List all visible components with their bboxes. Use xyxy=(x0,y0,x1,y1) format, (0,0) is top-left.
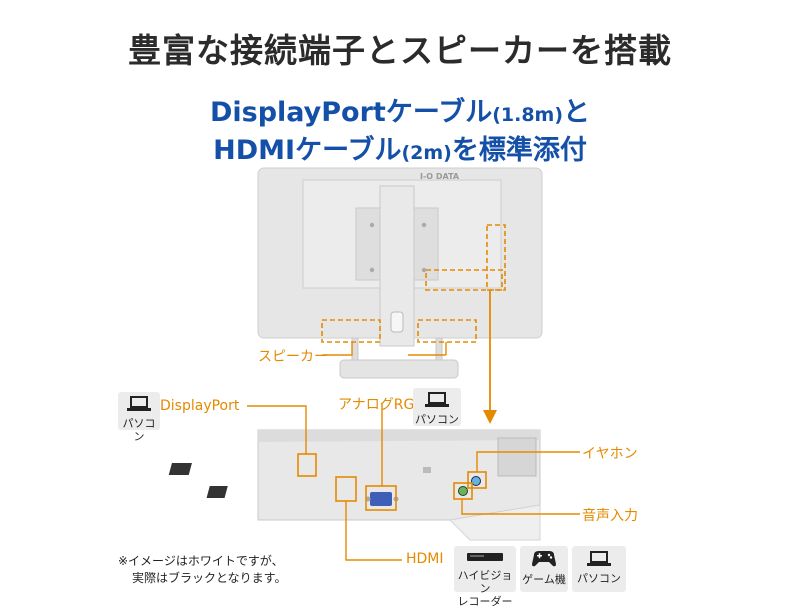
displayport-label: DisplayPort xyxy=(160,398,240,414)
stand-base xyxy=(339,359,459,379)
pc-device-left-label: パソコン xyxy=(122,417,156,443)
speaker-label: スピーカー xyxy=(258,349,328,365)
laptop-icon xyxy=(587,551,611,566)
laptop-icon xyxy=(127,396,151,411)
hdmi-leader xyxy=(345,501,402,561)
audio-in-jack xyxy=(458,486,468,496)
game-controller-icon xyxy=(532,551,556,567)
subtitle-line-1: DisplayPortケーブル(1.8m)と xyxy=(0,90,800,129)
zoom-arrow-head xyxy=(483,410,497,424)
speaker-left-highlight xyxy=(321,319,381,343)
pc-device-right: パソコン xyxy=(572,546,626,592)
game-device-label: ゲーム機 xyxy=(522,573,566,586)
displayport-port xyxy=(168,463,192,475)
port-area-highlight-side xyxy=(486,224,506,291)
subtitle-included: を標準添付 xyxy=(451,135,587,166)
laptop-icon xyxy=(425,392,449,407)
subtitle-dp-cable: DisplayPortケーブル xyxy=(209,97,493,128)
hdmi-port xyxy=(206,486,228,498)
earphone-leader xyxy=(476,451,580,472)
monitor-brand-logo: I-O DATA xyxy=(420,172,460,181)
subtitle-dp-length: (1.8m) xyxy=(492,104,564,126)
stand-neck xyxy=(379,185,415,347)
earphone-jack xyxy=(471,476,481,486)
recorder-device: ハイビジョン レコーダー xyxy=(454,546,516,608)
subtitle-hdmi-length: (2m) xyxy=(401,142,452,164)
vga-port xyxy=(370,492,392,506)
recorder-icon xyxy=(467,553,503,561)
game-device: ゲーム機 xyxy=(520,546,568,592)
audio-in-label: 音声入力 xyxy=(582,508,638,524)
speaker-right-highlight xyxy=(417,319,477,343)
pc-device-analog-label: パソコン xyxy=(415,413,459,426)
subtitle-hdmi-cable: HDMIケーブル xyxy=(213,135,402,166)
page-title: 豊富な接続端子とスピーカーを搭載 xyxy=(128,31,672,70)
audio-in-leader xyxy=(461,499,580,515)
color-note-line-2: 実際はブラックとなります。 xyxy=(132,571,287,585)
recorder-label-2: レコーダー xyxy=(457,595,513,608)
hdmi-label: HDMI xyxy=(406,551,444,567)
pc-device-left: パソコン xyxy=(118,392,160,443)
displayport-leader xyxy=(247,405,307,454)
subtitle-line-2: HDMIケーブル(2m)を標準添付 xyxy=(0,128,800,167)
pc-device-analog: パソコン xyxy=(413,388,461,426)
recorder-label-1: ハイビジョン xyxy=(457,569,513,595)
earphone-label: イヤホン xyxy=(582,446,638,462)
color-note: ※イメージはホワイトですが、 実際はブラックとなります。 xyxy=(118,553,286,587)
analog-rgb-label: アナログRGB xyxy=(338,397,424,413)
pc-device-right-label: パソコン xyxy=(577,572,621,585)
subtitle-and: と xyxy=(563,97,591,128)
color-note-line-1: ※イメージはホワイトですが、 xyxy=(118,554,284,568)
